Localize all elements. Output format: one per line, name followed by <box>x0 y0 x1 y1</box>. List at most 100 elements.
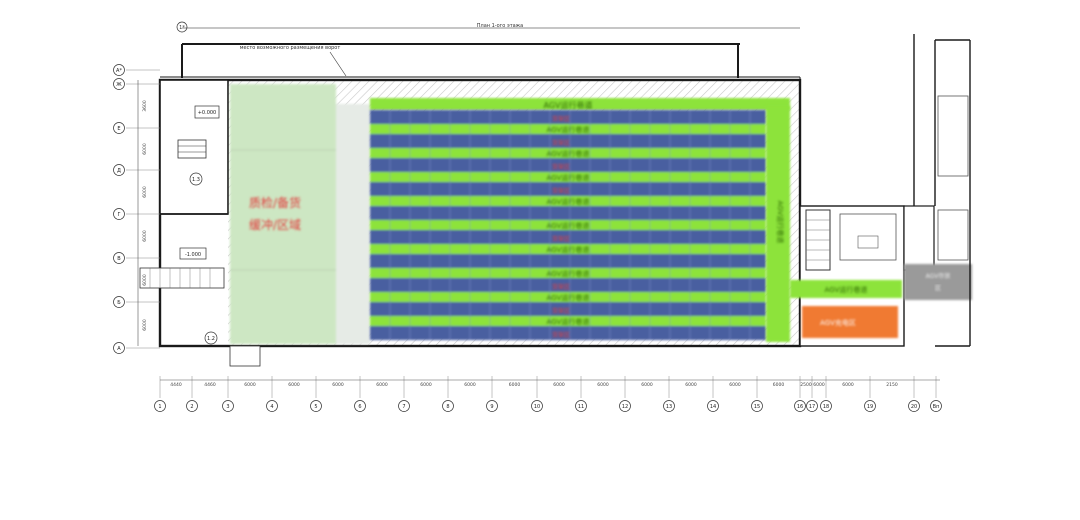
rack-row <box>370 254 766 268</box>
far-right-room <box>937 95 969 177</box>
row-grid-bubble <box>113 252 125 264</box>
col-grid-bubble <box>864 400 876 412</box>
col-grid-bubble <box>266 400 278 412</box>
col-grid-label: 19 <box>867 404 873 410</box>
col-grid-label: 7 <box>402 404 405 410</box>
column-dimension: 6000 <box>597 382 609 388</box>
col-grid-label: 1 <box>158 404 161 410</box>
row-dimension: 3600 <box>142 100 148 112</box>
col-grid-bubble <box>575 400 587 412</box>
rack-row <box>370 206 766 220</box>
gray-box-label-2: 区 <box>935 285 941 292</box>
row-grid-label: Ж <box>116 82 122 88</box>
col-grid-bubble <box>442 400 454 412</box>
col-grid-label: 4 <box>270 404 273 410</box>
column-dimension: 6000 <box>332 382 344 388</box>
rack-tag: 货架区 <box>552 235 570 243</box>
annex-side-room <box>903 205 935 271</box>
elevation-upper: +0.000 <box>198 110 217 116</box>
column-dimension: 6000 <box>553 382 565 388</box>
rack-tag: 货架区 <box>552 283 570 291</box>
column-dimension: 6000 <box>376 382 388 388</box>
col-grid-label: 3 <box>226 404 229 410</box>
far-right-room-lower <box>937 209 969 261</box>
ramp-marker-b <box>204 331 218 345</box>
column-dimension: 2150 <box>886 382 898 388</box>
rack-row <box>370 182 766 196</box>
row-grid-bubble <box>113 122 125 134</box>
agv-lane <box>370 148 766 158</box>
column-dimension: 6000 <box>773 382 785 388</box>
col-grid-bubble <box>751 400 763 412</box>
rack-tag: 货架区 <box>552 307 570 315</box>
row-grid-bubble <box>113 164 125 176</box>
elevation-box-lower <box>179 247 207 260</box>
row-grid-label: Е <box>117 126 120 132</box>
rack-tag: 货架区 <box>552 163 570 171</box>
col-grid-label: 12 <box>622 404 628 410</box>
col-grid-bubble <box>908 400 920 412</box>
col-grid-bubble <box>619 400 631 412</box>
col-grid-label: 14 <box>710 404 716 410</box>
rack-row <box>370 230 766 244</box>
col-grid-bubble <box>806 400 818 412</box>
agv-lane-label: AGV运行巷道 <box>547 173 590 182</box>
col-grid-label: 17 <box>809 404 815 410</box>
col-grid-bubble <box>663 400 675 412</box>
col-grid-bubble <box>531 400 543 412</box>
agv-lane <box>370 244 766 254</box>
col-grid-bubble <box>486 400 498 412</box>
inbound-zone <box>230 84 336 344</box>
agv-bottom-aisle <box>790 280 902 298</box>
agv-lane-label: AGV运行巷道 <box>547 293 590 302</box>
col-grid-label: 5 <box>314 404 317 410</box>
rack-row <box>370 278 766 292</box>
row-grid-label: В <box>117 256 121 262</box>
column-dimension: 6000 <box>842 382 854 388</box>
col-grid-label: 16 <box>797 404 803 410</box>
gray-storage-box <box>904 264 972 300</box>
agv-side-aisle <box>766 106 790 342</box>
col-grid-label: 20 <box>911 404 917 410</box>
agv-bottom-label: AGV运行巷道 <box>825 285 868 294</box>
col-grid-label: 10 <box>534 404 540 410</box>
gate-note-leader <box>329 51 347 77</box>
col-grid-bubble <box>930 400 942 412</box>
agv-lane <box>370 220 766 230</box>
ramp-label-b: 1.2 <box>207 336 215 342</box>
column-dimension: 6000 <box>464 382 476 388</box>
row-grid-bubble <box>113 64 125 76</box>
col-grid-bubble <box>222 400 234 412</box>
col-grid-bubble <box>186 400 198 412</box>
agv-lane <box>370 172 766 182</box>
col-grid-label: 9 <box>490 404 493 410</box>
column-dimension: 6000 <box>641 382 653 388</box>
col-grid-label: 13 <box>666 404 672 410</box>
inbound-zone-group <box>230 84 370 344</box>
agv-top-label: AGV运行巷道 <box>543 100 592 110</box>
column-dimension: 6000 <box>729 382 741 388</box>
rack-tags: 货架区 货架区 货架区 货架区 货架区 货架区 货架区 货架区 <box>552 115 570 339</box>
row-dimension: 6000 <box>142 186 148 198</box>
rack-area <box>370 110 766 340</box>
agv-side-label: AGV运行巷道 <box>776 201 785 244</box>
column-dimension: 6000 <box>685 382 697 388</box>
inbound-label-2: 缓冲/区域 <box>249 217 301 232</box>
row-grid-label: Д <box>117 168 121 174</box>
agv-top-aisle <box>370 98 790 110</box>
elevation-lower: -1.000 <box>185 252 201 258</box>
transfer-strip <box>336 104 370 344</box>
column-dimension: 6000 <box>244 382 256 388</box>
annex-fixture <box>857 235 879 249</box>
rack-row <box>370 326 766 340</box>
top-label: План 1-ого этажа <box>477 23 524 29</box>
ramp-steps <box>149 268 211 288</box>
ramp-label-a: 1.3 <box>192 177 200 183</box>
grid-marker-top <box>176 21 188 33</box>
col-grid-label: 6 <box>358 404 361 410</box>
elevation-box-upper <box>194 105 220 119</box>
